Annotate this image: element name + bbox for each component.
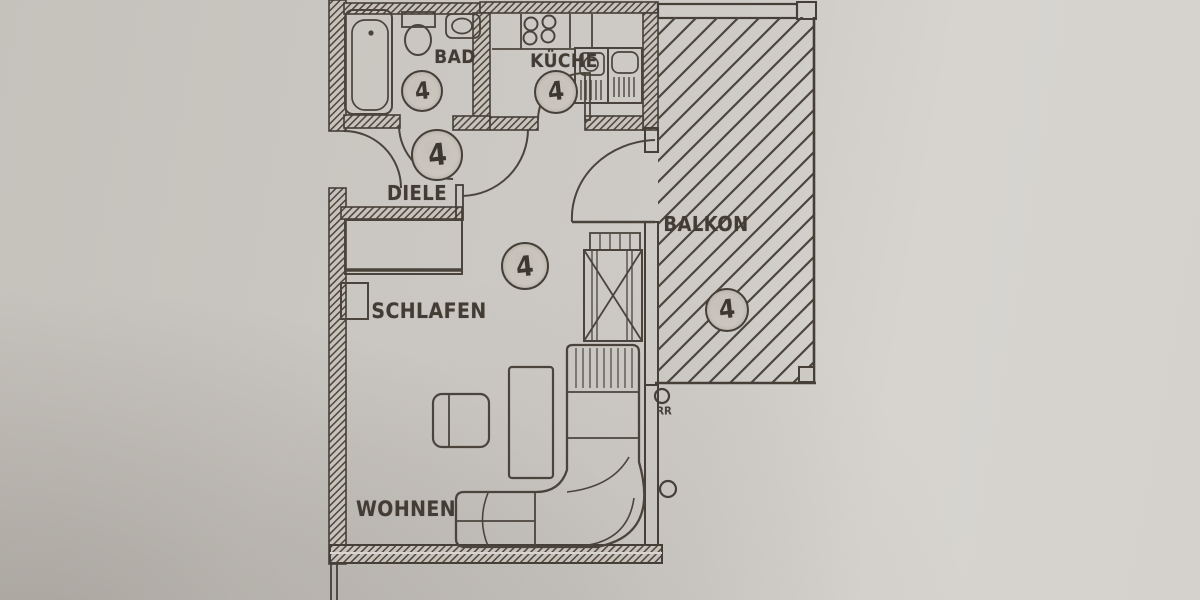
wall-right-mid bbox=[644, 221, 659, 386]
bathroom-fixtures bbox=[344, 9, 481, 115]
wall-kitchen-bottom-left bbox=[489, 116, 539, 131]
doors bbox=[343, 72, 656, 224]
wall-kitchen-right bbox=[642, 12, 659, 131]
wall-top-balcony-endpost bbox=[796, 1, 817, 20]
wall-bath-bottom bbox=[343, 114, 401, 129]
wall-top-balcony bbox=[656, 2, 799, 20]
bathtub bbox=[344, 9, 393, 115]
kitchen-sink-unit bbox=[574, 47, 643, 104]
hall-door-arc bbox=[461, 128, 529, 197]
marker-diele: 4 bbox=[411, 129, 463, 181]
room-label-wohnen: WOHNEN bbox=[356, 497, 456, 521]
bedroom-furniture bbox=[340, 219, 463, 320]
wall-left-main bbox=[328, 187, 347, 565]
sofa-outline bbox=[454, 343, 646, 549]
rain-pipe-label: RR bbox=[656, 404, 672, 418]
room-label-balkon: BALKON bbox=[663, 212, 749, 236]
wall-kitchen-bottom-right bbox=[584, 115, 644, 131]
marker-balkon: 4 bbox=[705, 288, 749, 332]
wall-diele-bottom bbox=[340, 206, 463, 220]
marker-bad: 4 bbox=[401, 70, 443, 112]
wall-left-top bbox=[328, 0, 347, 132]
wall-left-cut bbox=[330, 562, 338, 600]
wash-basin bbox=[445, 13, 481, 39]
marker-wohnen: 4 bbox=[501, 242, 549, 290]
kitchen-fixtures bbox=[492, 14, 643, 104]
room-label-diele: DIELE bbox=[387, 181, 447, 205]
rain-pipes bbox=[653, 387, 678, 499]
room-label-bad: BAD bbox=[434, 46, 476, 68]
wall-top-kitchen bbox=[479, 1, 659, 14]
balcony-door-arc bbox=[570, 139, 656, 223]
kitchen-counter bbox=[492, 14, 593, 50]
living-furniture bbox=[431, 232, 646, 549]
coffee-table bbox=[507, 365, 555, 480]
marker-kueche: 4 bbox=[534, 70, 578, 114]
wardrobe bbox=[344, 219, 463, 275]
armchair bbox=[431, 392, 491, 449]
corner-sofa bbox=[454, 343, 646, 549]
rain-pipe-circle-upper bbox=[653, 387, 671, 405]
entrance-door-arc bbox=[343, 130, 402, 189]
room-label-schlafen: SCHLAFEN bbox=[371, 299, 487, 323]
cross-hatched-cabinet bbox=[583, 232, 643, 342]
balcony-corner-post bbox=[798, 366, 815, 383]
wall-stub-under-divider bbox=[452, 115, 491, 131]
toilet bbox=[401, 11, 436, 56]
room-label-kueche: KÜCHE bbox=[530, 50, 598, 72]
stove-4-burners bbox=[522, 14, 557, 46]
sofa-back-texture bbox=[575, 348, 633, 388]
kitchen-door-leaf bbox=[584, 72, 591, 121]
shelf-box bbox=[340, 282, 369, 320]
rain-pipe-circle-lower bbox=[658, 479, 678, 499]
